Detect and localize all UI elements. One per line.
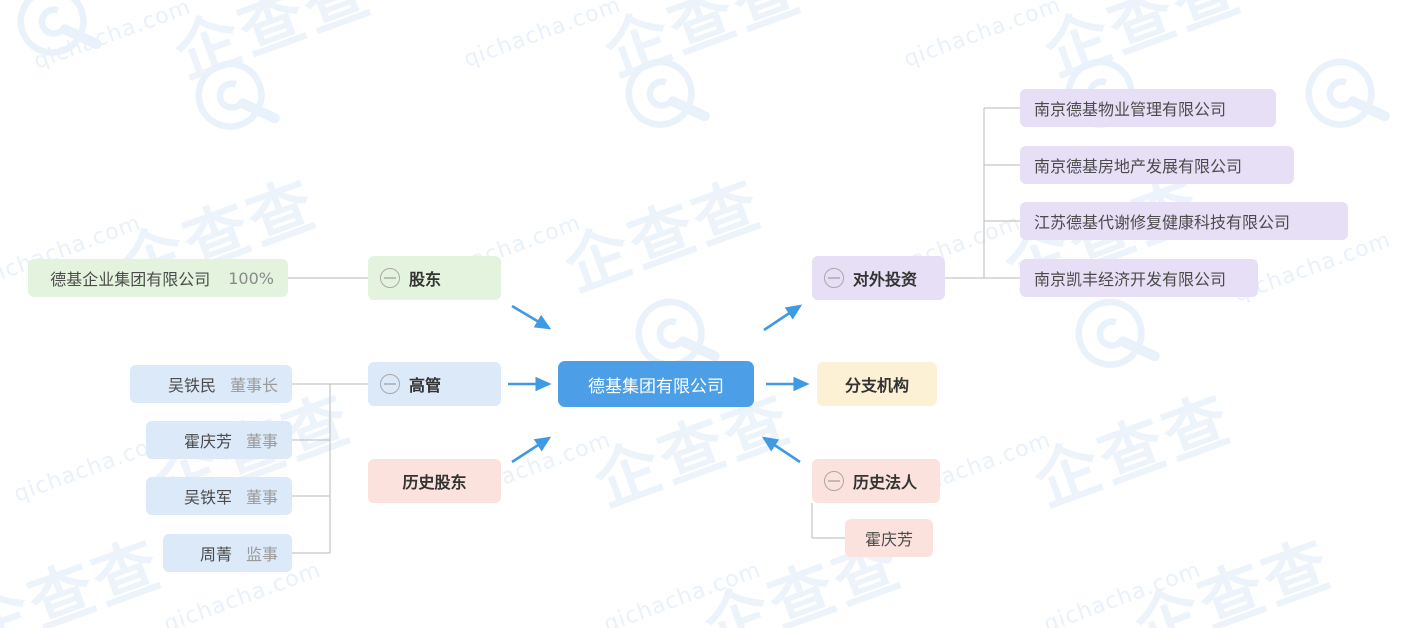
investment-item[interactable]: 南京凯丰经济开发有限公司 — [1020, 259, 1258, 297]
executive-item[interactable]: 吴铁军 董事 — [146, 477, 292, 515]
group-node-executives[interactable]: 高管 — [368, 362, 501, 406]
former-legal-rep-item[interactable]: 霍庆芳 — [845, 519, 933, 557]
group-label-outbound-investment: 对外投资 — [853, 270, 918, 289]
investment-item[interactable]: 南京德基物业管理有限公司 — [1020, 89, 1276, 127]
shareholder-name: 德基企业集团有限公司 — [50, 270, 211, 289]
shareholder-item[interactable]: 德基企业集团有限公司 100% — [28, 259, 288, 297]
group-label-former-legal-rep: 历史法人 — [853, 473, 918, 492]
group-node-former-legal-rep[interactable]: 历史法人 — [812, 459, 940, 503]
executive-item[interactable]: 吴铁民 董事长 — [130, 365, 292, 403]
arrow-former-legal-rep-to-center — [761, 436, 801, 464]
group-node-former-shareholder[interactable]: 历史股东 — [368, 459, 501, 503]
executive-item[interactable]: 霍庆芳 董事 — [146, 421, 292, 459]
investment-name: 南京凯丰经济开发有限公司 — [1034, 270, 1227, 289]
executive-name: 吴铁民 — [167, 376, 216, 395]
executive-role: 董事 — [245, 432, 278, 451]
investment-item[interactable]: 南京德基房地产发展有限公司 — [1020, 146, 1294, 184]
group-label-former-shareholder: 历史股东 — [402, 473, 467, 492]
executive-role: 董事长 — [229, 376, 278, 395]
arrow-center-to-outbound-investment — [763, 304, 803, 332]
minus-circle-icon[interactable] — [380, 268, 400, 288]
group-label-shareholder: 股东 — [409, 270, 442, 289]
center-company-name: 德基集团有限公司 — [588, 376, 724, 397]
executive-item[interactable]: 周菁 监事 — [163, 534, 292, 572]
investment-name: 江苏德基代谢修复健康科技有限公司 — [1034, 213, 1291, 232]
arrow-shareholder-to-center — [511, 304, 552, 330]
former-legal-rep-name: 霍庆芳 — [864, 530, 913, 549]
investment-name: 南京德基物业管理有限公司 — [1034, 100, 1227, 119]
minus-circle-icon[interactable] — [824, 471, 844, 491]
investment-name: 南京德基房地产发展有限公司 — [1034, 157, 1243, 176]
group-node-outbound-investment[interactable]: 对外投资 — [812, 256, 945, 300]
minus-circle-icon[interactable] — [824, 268, 844, 288]
group-node-shareholder[interactable]: 股东 — [368, 256, 501, 300]
executive-role: 董事 — [245, 488, 278, 507]
executive-name: 霍庆芳 — [183, 432, 232, 451]
executive-name: 吴铁军 — [183, 488, 232, 507]
shareholder-percent: 100% — [228, 268, 274, 288]
group-label-executives: 高管 — [409, 376, 442, 395]
arrow-former-shareholder-to-center — [511, 436, 552, 464]
executive-name: 周菁 — [199, 545, 232, 564]
group-label-branches: 分支机构 — [844, 376, 909, 395]
executive-role: 监事 — [245, 545, 278, 564]
group-node-branches[interactable]: 分支机构 — [817, 362, 937, 406]
minus-circle-icon[interactable] — [380, 374, 400, 394]
investment-item[interactable]: 江苏德基代谢修复健康科技有限公司 — [1020, 202, 1348, 240]
center-company-node[interactable]: 德基集团有限公司 — [558, 361, 754, 407]
